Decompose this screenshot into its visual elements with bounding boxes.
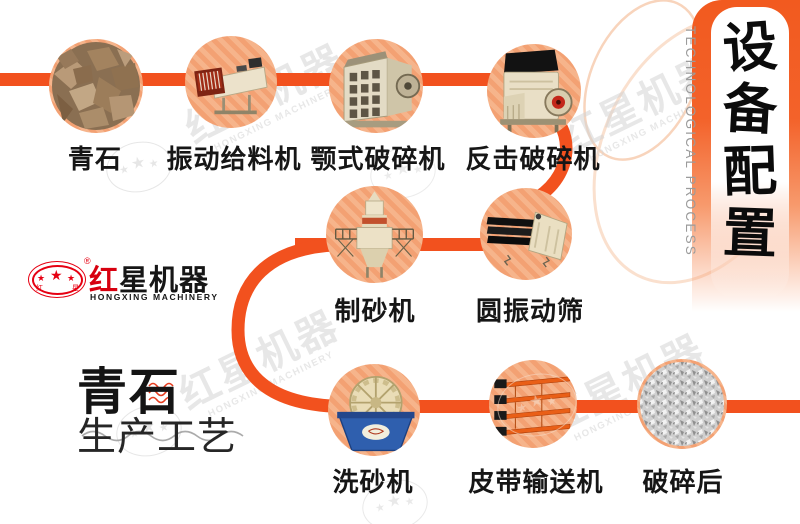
station-label: 颚式破碎机	[310, 144, 446, 174]
red-wave-decor	[148, 382, 174, 404]
headline-material: 青石	[77, 364, 181, 420]
star-icon: ★	[50, 267, 63, 283]
jaw-crusher-image	[340, 51, 421, 128]
star-icon: ★	[527, 391, 546, 412]
station-label: 破碎后	[642, 467, 724, 497]
impact-crusher-image	[500, 49, 573, 133]
vibrating-feeder-image	[194, 57, 268, 115]
corner-white-panel	[711, 7, 789, 299]
brand-name-first-char: 红	[89, 265, 120, 297]
station-label: 圆振动筛	[475, 296, 585, 326]
station-bluestone	[49, 39, 143, 133]
station-label: 反击破碎机	[465, 144, 601, 174]
belt-conveyor-image	[494, 376, 571, 436]
calligraphy-char: 设	[720, 13, 780, 81]
station-label: 制砂机	[334, 296, 416, 326]
station-label: 洗砂机	[332, 467, 414, 497]
sand-washer-image	[337, 375, 415, 452]
station-vibrating-screen	[480, 188, 572, 280]
circular-vibrating-screen-image	[486, 211, 568, 268]
calligraphy-char: 配	[721, 138, 779, 204]
logo-oval-char-left: 红	[36, 285, 43, 292]
station-impact-crusher	[487, 44, 581, 138]
brand-name-rest: 星机器	[119, 265, 210, 297]
logo-oval-char-right: 星	[72, 285, 79, 292]
station-sand-washer	[328, 364, 420, 456]
station-label: 振动给料机	[166, 144, 302, 174]
station-vibrating-feeder	[185, 36, 277, 128]
brand-name: 红星机器	[89, 257, 209, 299]
gray-wave-decor	[81, 430, 244, 442]
station-sand-maker	[326, 186, 423, 283]
registered-mark: ®	[84, 256, 91, 266]
star-icon: ★	[516, 400, 529, 415]
technological-process-caption: TECHNOLOGICAL PROCESS	[683, 26, 698, 257]
rocks-image	[52, 42, 140, 130]
logo-oval-stars: ★ ★ ★ 红 星	[28, 261, 86, 298]
side-title-calligraphy: 设 备 配 置	[711, 13, 789, 266]
station-crushed-product	[637, 359, 727, 449]
brand-name-en: HONGXING MACHINERY	[90, 292, 219, 302]
star-icon: ★	[545, 394, 558, 409]
headline-process: 生产工艺	[77, 416, 238, 459]
calligraphy-char: 备	[721, 75, 779, 143]
sand-maker-image	[335, 191, 414, 278]
station-jaw-crusher	[329, 39, 423, 133]
station-belt-conveyor	[489, 360, 577, 448]
station-label: 皮带输送机	[468, 467, 604, 497]
crushed-stone-image	[640, 362, 724, 446]
station-label: 青石	[67, 144, 123, 174]
star-icon: ★	[67, 273, 76, 283]
star-icon: ★	[37, 273, 46, 283]
calligraphy-char: 置	[721, 200, 779, 266]
